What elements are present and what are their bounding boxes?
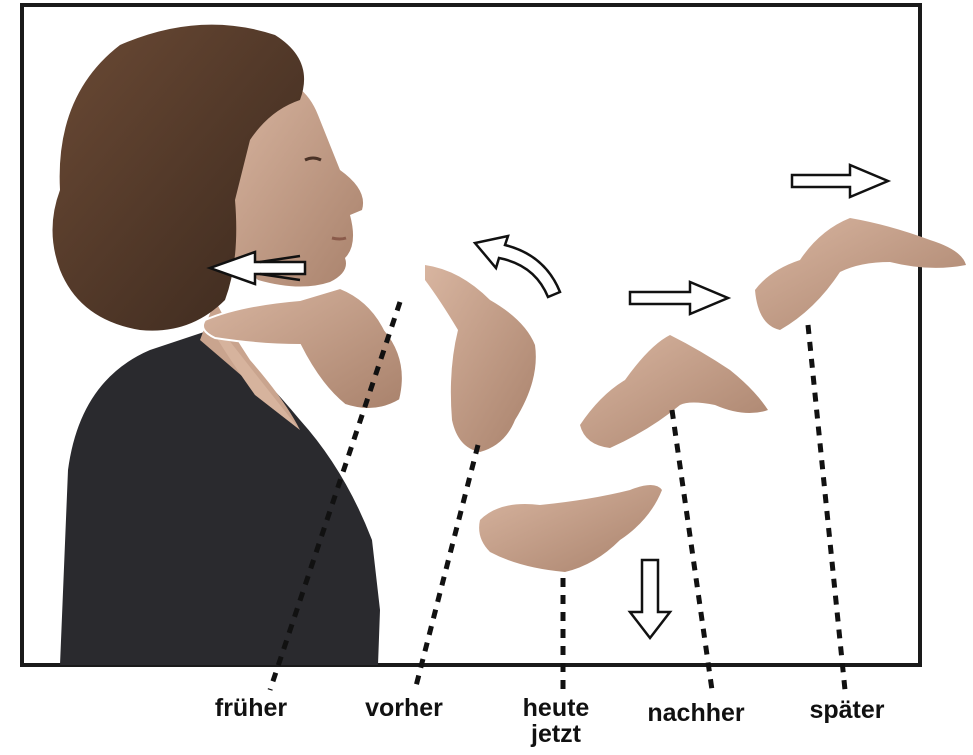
label-heute-jetzt: heute jetzt (523, 695, 590, 747)
label-frueher-line: früher (215, 695, 287, 721)
label-vorher: vorher (365, 695, 443, 721)
label-spaeter: später (809, 697, 884, 723)
label-nachher-line: nachher (647, 700, 744, 726)
label-jetzt-line: jetzt (523, 721, 590, 747)
label-spaeter-line: später (809, 697, 884, 723)
label-frueher: früher (215, 695, 287, 721)
label-heute-line: heute (523, 695, 590, 721)
label-vorher-line: vorher (365, 695, 443, 721)
label-nachher: nachher (647, 700, 744, 726)
